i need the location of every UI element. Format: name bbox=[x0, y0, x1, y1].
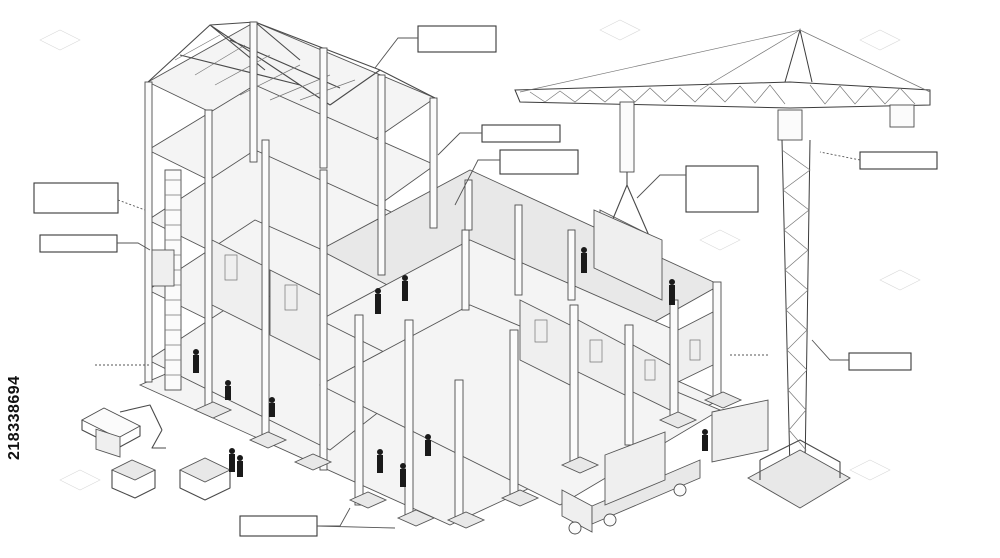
callout-roof bbox=[374, 25, 497, 69]
excavator bbox=[81, 404, 166, 458]
crane-mast bbox=[781, 139, 811, 471]
callout-column bbox=[454, 149, 579, 206]
building-frame bbox=[138, 21, 743, 529]
callout-footing bbox=[239, 507, 396, 537]
standing-wall-panel bbox=[711, 399, 769, 463]
callout-upper-floor bbox=[437, 124, 561, 156]
callout-crane-mast bbox=[811, 339, 912, 371]
crane-hook bbox=[604, 101, 651, 239]
callout-hoist-upper bbox=[33, 182, 146, 214]
material-pallets bbox=[110, 457, 232, 501]
workers bbox=[193, 247, 708, 487]
crane-jib bbox=[514, 28, 931, 128]
watermark-pattern bbox=[39, 19, 921, 491]
lifted-wall-panel bbox=[593, 209, 663, 301]
crane-cab bbox=[777, 109, 803, 141]
callout-hoist-lower bbox=[39, 234, 151, 253]
callout-labels bbox=[33, 25, 938, 537]
crane-base bbox=[747, 449, 851, 509]
construction-hoist bbox=[151, 169, 182, 391]
walls bbox=[211, 209, 714, 411]
callout-crane-cab bbox=[819, 151, 938, 170]
footings bbox=[193, 391, 743, 529]
flatbed-truck bbox=[561, 431, 701, 535]
tower-crane bbox=[514, 28, 931, 509]
callout-panel bbox=[636, 165, 759, 213]
columns bbox=[144, 21, 722, 521]
stock-image-id: 218338694 bbox=[6, 375, 23, 460]
